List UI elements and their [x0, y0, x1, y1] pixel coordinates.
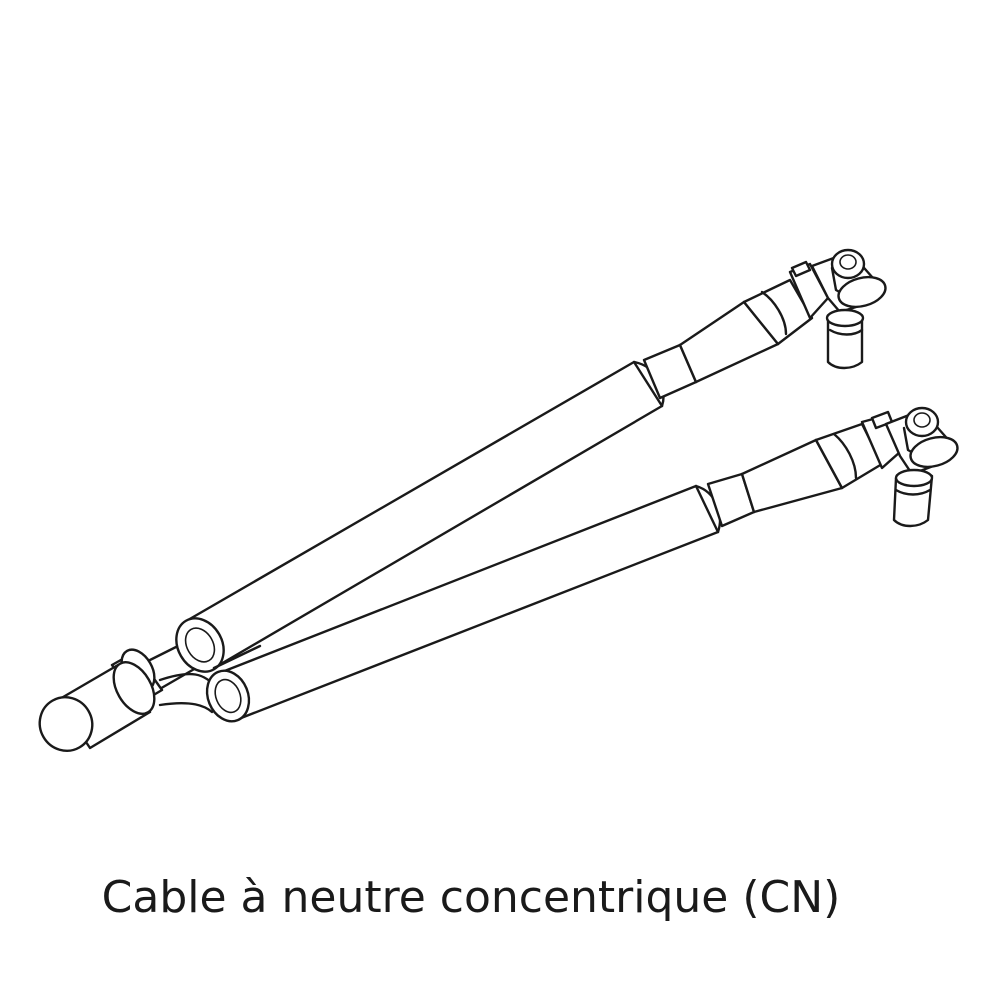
lower-branch	[205, 406, 959, 723]
upper-branch	[175, 248, 887, 673]
main-cable-end	[38, 638, 198, 752]
caption-label: Cable à neutre concentrique (CN)	[101, 872, 841, 923]
